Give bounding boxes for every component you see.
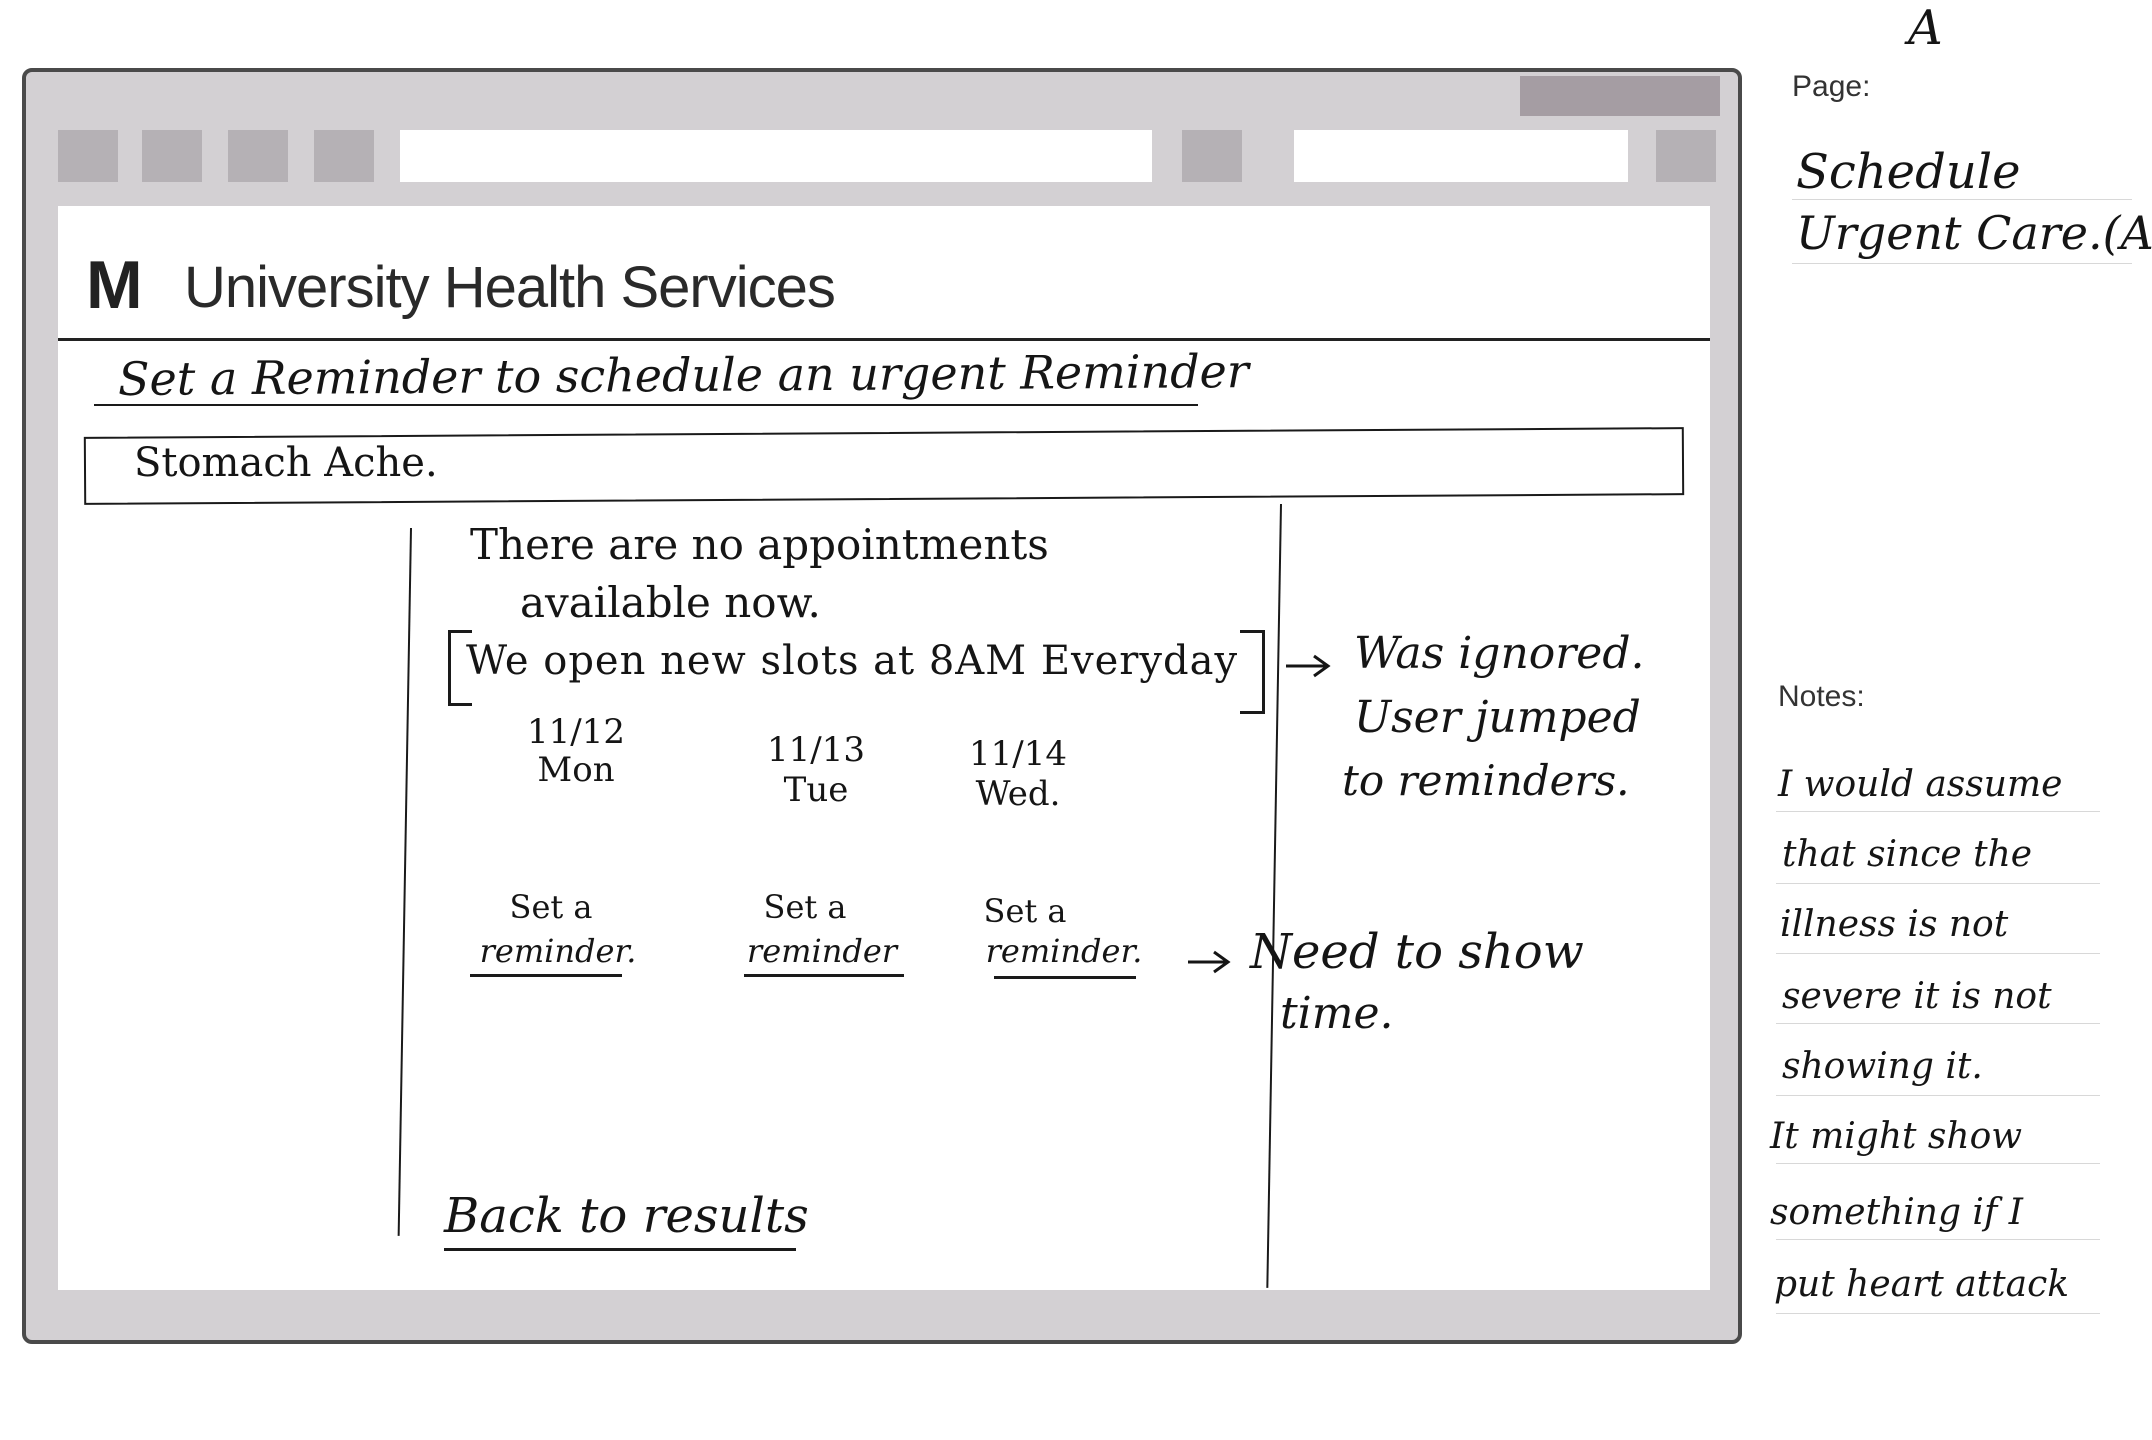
- set-reminder-label-1: Set a: [509, 888, 593, 926]
- day-weekday-3: Wed.: [975, 774, 1061, 814]
- day-date-2: 11/13: [767, 730, 865, 770]
- page-name-line-1: Schedule: [1796, 144, 2021, 200]
- header-divider: [58, 338, 1710, 341]
- back-link-underline: [444, 1248, 796, 1251]
- back-to-results-link[interactable]: Back to results: [444, 1188, 809, 1244]
- day-weekday-2: Tue: [783, 770, 849, 810]
- go-button[interactable]: [1182, 130, 1242, 182]
- set-reminder-underline-1: [470, 974, 622, 977]
- note-line-3: illness is not: [1780, 904, 2009, 945]
- note-line-7: something if I: [1770, 1192, 2023, 1233]
- note-rule-2: [1776, 882, 2100, 884]
- university-logo: M: [86, 247, 143, 323]
- page-label: Page:: [1792, 70, 1871, 103]
- bracket-right-top: [1240, 630, 1264, 633]
- search-input-value: Stomach Ache.: [134, 440, 438, 486]
- note-rule-1: [1776, 810, 2100, 812]
- note-rule-5: [1776, 1094, 2100, 1096]
- back-nav-button[interactable]: [58, 130, 118, 182]
- no-appointments-message-cont: available now.: [520, 578, 821, 627]
- annotation-slots-line-3: to reminders.: [1342, 756, 1630, 805]
- note-rule-3: [1776, 952, 2100, 954]
- day-date-3: 11/14: [969, 734, 1067, 774]
- set-reminder-label-2: Set a: [763, 888, 847, 926]
- note-line-2: that since the: [1782, 834, 2033, 875]
- set-reminder-link-1[interactable]: reminder.: [479, 932, 637, 970]
- home-button[interactable]: [314, 130, 374, 182]
- day-weekday-1: Mon: [537, 750, 615, 790]
- new-slots-note: We open new slots at 8AM Everyday: [466, 638, 1239, 684]
- notes-label: Notes:: [1778, 680, 1865, 713]
- set-reminder-underline-2: [744, 974, 904, 977]
- page-heading: Set a Reminder to schedule an urgent Rem…: [117, 344, 1249, 406]
- note-line-1: I would assume: [1778, 764, 2063, 805]
- note-line-4: severe it is not: [1782, 976, 2052, 1017]
- annotation-reminder-line-1: Need to show: [1250, 924, 1584, 980]
- set-reminder-link-3[interactable]: reminder.: [985, 932, 1143, 970]
- bracket-right-bottom: [1240, 711, 1264, 714]
- address-bar[interactable]: [400, 130, 1152, 182]
- menu-button[interactable]: [1656, 130, 1716, 182]
- note-line-6: It might show: [1770, 1116, 2023, 1157]
- sheet-corner-mark: A: [1908, 0, 1943, 56]
- bracket-left-top: [448, 630, 472, 633]
- note-rule-4: [1776, 1022, 2100, 1024]
- no-appointments-message: There are no appointments: [470, 520, 1049, 569]
- window-controls[interactable]: [1520, 76, 1720, 116]
- set-reminder-link-2[interactable]: reminder: [746, 932, 898, 970]
- day-date-1: 11/12: [527, 712, 625, 752]
- annotation-arrow-slots: [1286, 654, 1331, 678]
- annotation-slots-line-1: Was ignored.: [1354, 628, 1645, 679]
- note-rule-7: [1776, 1238, 2100, 1240]
- heading-underline: [94, 404, 1198, 406]
- note-rule-8: [1776, 1312, 2100, 1314]
- bracket-right-vertical: [1262, 630, 1265, 714]
- annotation-arrow-reminder: [1188, 950, 1231, 974]
- page-name-rule-1: [1792, 198, 2132, 200]
- reload-button[interactable]: [228, 130, 288, 182]
- annotation-reminder-line-2: time.: [1280, 988, 1394, 1039]
- bracket-left-bottom: [448, 703, 472, 706]
- page-name-line-2: Urgent Care.(A: [1796, 206, 2152, 260]
- bracket-left-vertical: [448, 630, 451, 706]
- page-name-rule-2: [1792, 262, 2132, 264]
- note-line-5: showing it.: [1782, 1046, 1983, 1087]
- note-line-8: put heart attack: [1774, 1264, 2070, 1305]
- annotation-slots-line-2: User jumped: [1354, 692, 1641, 743]
- browser-search-field[interactable]: [1294, 130, 1628, 182]
- set-reminder-underline-3: [994, 976, 1136, 979]
- page-content: [58, 206, 1710, 1290]
- forward-nav-button[interactable]: [142, 130, 202, 182]
- set-reminder-label-3: Set a: [983, 892, 1067, 930]
- note-rule-6: [1776, 1162, 2100, 1164]
- site-title: University Health Services: [184, 255, 836, 320]
